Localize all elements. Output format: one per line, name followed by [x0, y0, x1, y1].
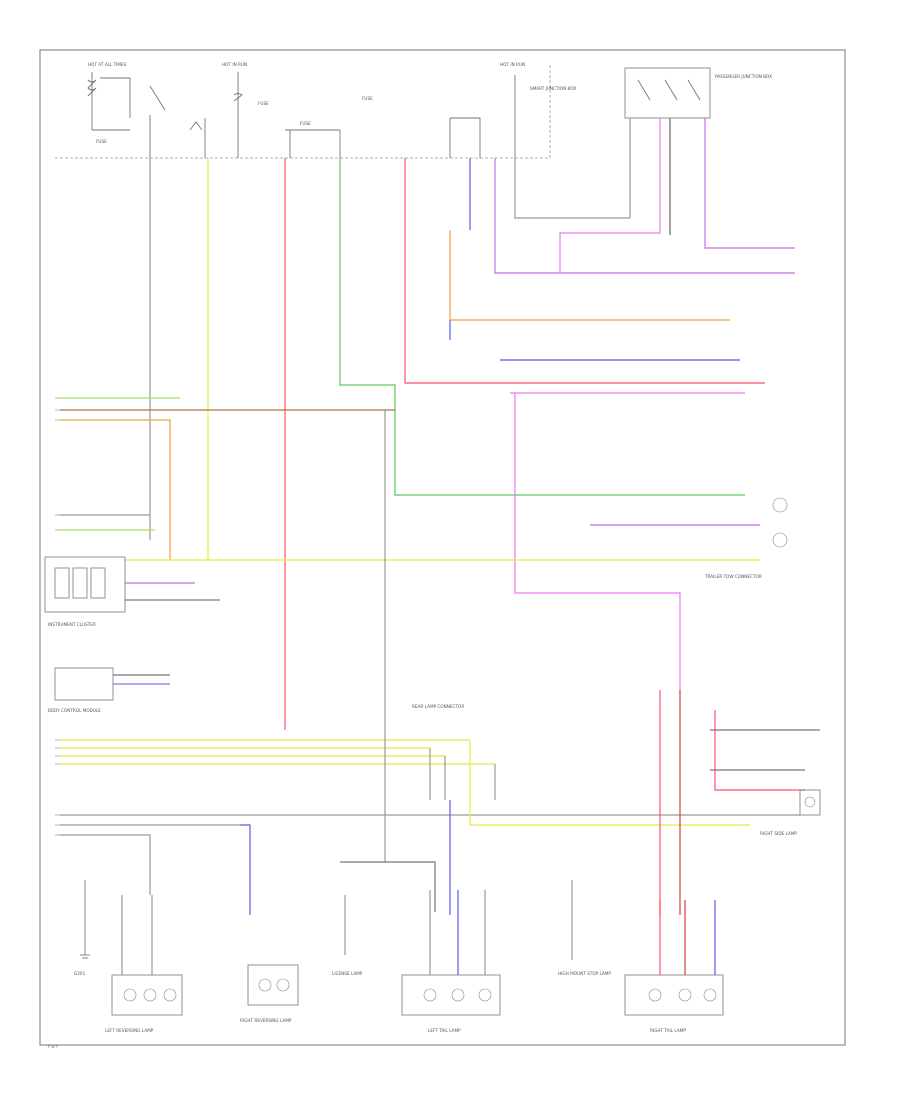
wire-orange-1: [449, 230, 730, 321]
svg-text:TRAILER TOW CONNECTOR: TRAILER TOW CONNECTOR: [704, 574, 762, 579]
top-left-relay: FUSE HOT AT ALL TIMES: [87, 62, 206, 158]
svg-text:HIGH MOUNT STOP LAMP: HIGH MOUNT STOP LAMP: [558, 971, 611, 976]
wire-gray-8: [60, 834, 151, 895]
svg-text:INSTRUMENT CLUSTER: INSTRUMENT CLUSTER: [48, 622, 96, 627]
connector-markers: [55, 397, 60, 836]
svg-text:FUSE: FUSE: [300, 121, 311, 126]
svg-text:RIGHT SIDE LAMP: RIGHT SIDE LAMP: [760, 831, 797, 836]
wire-green-2: [339, 380, 745, 496]
fuse-label-top: FUSE: [96, 139, 107, 144]
right-reversing-lamp: RIGHT REVERSING LAMP: [240, 964, 299, 1023]
svg-text:PASSENGER JUNCTION BOX: PASSENGER JUNCTION BOX: [715, 74, 772, 79]
rear-lamp-connector-label: REAR LAMP CONNECTOR: [412, 704, 464, 709]
page-reference: F W T: [48, 1045, 59, 1049]
license-lamp: LICENSE LAMP: [332, 895, 363, 976]
svg-text:HOT IN RUN: HOT IN RUN: [222, 62, 247, 67]
svg-text:HOT IN RUN: HOT IN RUN: [500, 62, 525, 67]
wire-pink-1: [559, 118, 661, 273]
wire-gray-11: [710, 729, 820, 771]
wire-pink-3: [514, 393, 681, 693]
svg-text:HOT AT ALL TIMES: HOT AT ALL TIMES: [88, 62, 127, 67]
wire-blue-3: [240, 824, 251, 915]
svg-text:FUSE: FUSE: [362, 96, 373, 101]
right-tail-lamp: RIGHT TAIL LAMP: [624, 900, 724, 1033]
ground-g201: G201: [74, 880, 90, 976]
svg-text:RIGHT REVERSING LAMP: RIGHT REVERSING LAMP: [240, 1018, 292, 1023]
trailer-connector: TRAILER TOW CONNECTOR: [704, 497, 788, 579]
wire-red-4: [714, 710, 805, 791]
svg-text:RIGHT TAIL LAMP: RIGHT TAIL LAMP: [650, 1028, 686, 1033]
high-mount-stop-lamp: HIGH MOUNT STOP LAMP: [558, 880, 611, 976]
svg-text:LICENSE LAMP: LICENSE LAMP: [332, 971, 363, 976]
wire-yellow-7: [469, 740, 750, 826]
wire-violet-2: [704, 118, 795, 249]
svg-text:LEFT TAIL LAMP: LEFT TAIL LAMP: [428, 1028, 461, 1033]
diagram-frame: [39, 49, 846, 1046]
wire-blue-2: [449, 320, 740, 361]
wire-gray-2: [514, 118, 631, 219]
body-control-module-box: BODY CONTROL MODULE: [48, 667, 170, 713]
left-tail-lamp: LEFT TAIL LAMP: [401, 890, 501, 1033]
wire-orange-2: [60, 419, 171, 560]
svg-text:FUSE: FUSE: [258, 101, 269, 106]
top-fuse-group-2: HOT IN RUN FUSE: [222, 62, 269, 158]
wire-violet-1: [494, 158, 795, 274]
svg-text:G201: G201: [74, 971, 86, 976]
passenger-junction-box: PASSENGER JUNCTION BOX: [624, 67, 772, 119]
instrument-cluster-box: INSTRUMENT CLUSTER: [44, 556, 126, 627]
svg-text:LEFT REVERSING LAMP: LEFT REVERSING LAMP: [105, 1028, 154, 1033]
wire-red-2: [404, 158, 765, 384]
svg-text:BODY CONTROL MODULE: BODY CONTROL MODULE: [48, 708, 101, 713]
right-side-lamp: RIGHT SIDE LAMP: [760, 789, 821, 836]
wire-gray-10: [340, 861, 436, 912]
left-reversing-lamp: LEFT REVERSING LAMP: [105, 895, 183, 1033]
top-fuse-group-3: FUSE FUSE: [285, 96, 373, 158]
svg-text:SMART JUNCTION BOX: SMART JUNCTION BOX: [530, 86, 576, 91]
top-fuse-group-4: HOT IN RUN SMART JUNCTION BOX: [449, 62, 576, 158]
